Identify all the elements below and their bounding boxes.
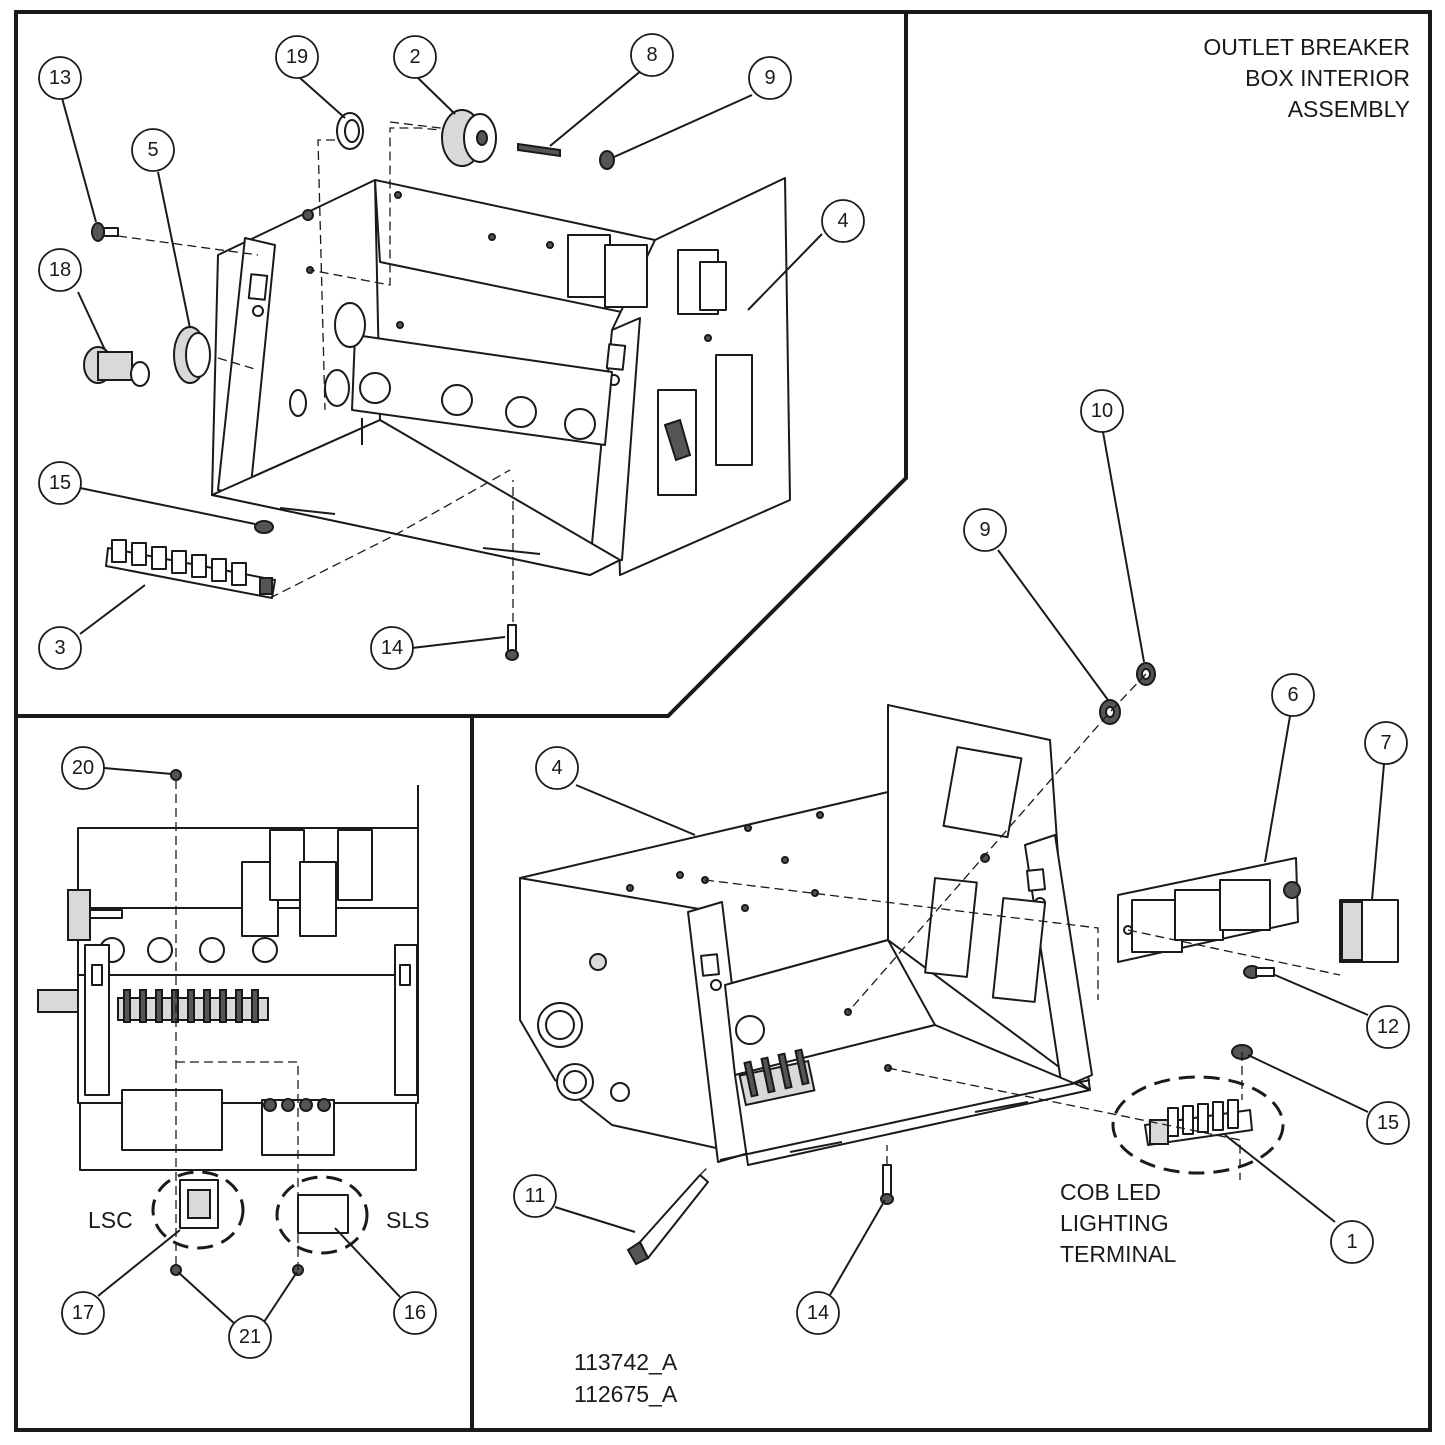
balloon-1-label: 1 bbox=[1346, 1231, 1357, 1253]
top-assembly-lines bbox=[117, 121, 514, 622]
part-12-screw bbox=[1243, 965, 1275, 979]
part-18-cord-grip bbox=[83, 346, 150, 387]
balloon-7-label: 7 bbox=[1380, 732, 1391, 754]
balloon-9-rear: 9 bbox=[963, 508, 1007, 552]
part-13-screw bbox=[91, 222, 119, 242]
leader-lines bbox=[61, 69, 1385, 1326]
balloon-16-label: 16 bbox=[404, 1302, 426, 1324]
balloon-2-label: 2 bbox=[409, 46, 420, 68]
balloon-4-rear: 4 bbox=[535, 746, 579, 790]
part-6-breaker-plate bbox=[1117, 857, 1301, 963]
top-exploded-parts bbox=[83, 109, 615, 661]
balloon-4-top-label: 4 bbox=[837, 210, 848, 232]
balloon-12: 12 bbox=[1366, 1005, 1410, 1049]
lsc-label: LSC bbox=[88, 1207, 133, 1233]
balloon-20-label: 20 bbox=[72, 757, 94, 779]
balloon-15-rear: 15 bbox=[1366, 1101, 1410, 1145]
balloon-15-rear-label: 15 bbox=[1377, 1112, 1399, 1134]
balloon-9-top-label: 9 bbox=[764, 67, 775, 89]
balloon-9-top: 9 bbox=[748, 56, 792, 100]
balloon-19: 19 bbox=[275, 35, 319, 79]
balloon-7: 7 bbox=[1364, 721, 1408, 765]
balloon-5: 5 bbox=[131, 128, 175, 172]
panel-frame bbox=[14, 10, 1432, 1432]
balloon-21-label: 21 bbox=[239, 1326, 261, 1348]
top-box-drawing bbox=[211, 177, 791, 576]
balloon-11-label: 11 bbox=[525, 1185, 546, 1207]
balloon-17: 17 bbox=[61, 1291, 105, 1335]
part-2-bushing bbox=[441, 109, 497, 167]
balloon-11: 11 bbox=[513, 1174, 557, 1218]
balloon-10: 10 bbox=[1080, 389, 1124, 433]
balloon-8: 8 bbox=[630, 33, 674, 77]
part-9-nut bbox=[599, 150, 615, 170]
balloon-5-label: 5 bbox=[147, 139, 158, 161]
balloon-6: 6 bbox=[1271, 673, 1315, 717]
part-3-terminal-block bbox=[105, 539, 276, 599]
balloon-6-label: 6 bbox=[1287, 684, 1298, 706]
title-line-1: OUTLET BREAKER bbox=[1203, 34, 1410, 60]
drawing-number-1: 113742_A bbox=[574, 1349, 678, 1375]
front-view-modules bbox=[151, 1170, 369, 1276]
part-15-nut bbox=[254, 520, 274, 534]
balloon-9-rear-label: 9 bbox=[979, 519, 990, 541]
balloon-19-label: 19 bbox=[286, 46, 308, 68]
rear-assembly-lines bbox=[699, 673, 1341, 1180]
balloon-14-rear: 14 bbox=[796, 1291, 840, 1335]
balloon-14-top: 14 bbox=[370, 626, 414, 670]
part-1-cob-terminal bbox=[1111, 1075, 1285, 1175]
balloon-3: 3 bbox=[38, 626, 82, 670]
part-5-bushing bbox=[173, 326, 211, 384]
rear-box-drawing bbox=[519, 704, 1093, 1166]
front-view-drawing bbox=[37, 769, 419, 1171]
balloon-18-label: 18 bbox=[49, 259, 71, 281]
balloon-18: 18 bbox=[38, 248, 82, 292]
sls-label: SLS bbox=[386, 1207, 429, 1233]
title-line-2: BOX INTERIOR bbox=[1245, 65, 1410, 91]
cob-label-line-2: LIGHTING bbox=[1060, 1210, 1169, 1236]
drawing-number-2: 112675_A bbox=[574, 1381, 678, 1407]
front-view-dash-lines bbox=[175, 780, 299, 1270]
cob-label-line-3: TERMINAL bbox=[1060, 1241, 1177, 1267]
balloon-17-label: 17 bbox=[72, 1302, 94, 1324]
balloon-10-label: 10 bbox=[1091, 400, 1113, 422]
rear-exploded-parts bbox=[626, 662, 1399, 1266]
balloon-2: 2 bbox=[393, 35, 437, 79]
part-14-screw-rear bbox=[880, 1164, 894, 1205]
balloon-20: 20 bbox=[61, 746, 105, 790]
balloon-14-top-label: 14 bbox=[381, 637, 403, 659]
balloon-21: 21 bbox=[228, 1315, 272, 1359]
cob-label-line-1: COB LED bbox=[1060, 1179, 1161, 1205]
balloon-14-rear-label: 14 bbox=[807, 1302, 829, 1324]
balloon-3-label: 3 bbox=[54, 637, 65, 659]
balloon-13: 13 bbox=[38, 56, 82, 100]
balloon-15-top-label: 15 bbox=[49, 472, 71, 494]
balloon-4-top: 4 bbox=[821, 199, 865, 243]
diagram-title: OUTLET BREAKER BOX INTERIOR ASSEMBLY bbox=[1203, 34, 1410, 122]
balloon-15-top: 15 bbox=[38, 461, 82, 505]
balloon-4-rear-label: 4 bbox=[551, 757, 562, 779]
part-19-locknut bbox=[336, 112, 364, 150]
balloon-8-label: 8 bbox=[646, 44, 657, 66]
balloon-13-label: 13 bbox=[49, 67, 71, 89]
part-14-screw bbox=[505, 624, 519, 661]
part-8-rod bbox=[517, 142, 561, 158]
title-line-3: ASSEMBLY bbox=[1288, 96, 1410, 122]
balloon-16: 16 bbox=[393, 1291, 437, 1335]
balloon-1: 1 bbox=[1330, 1220, 1374, 1264]
part-11-bolt bbox=[626, 1174, 709, 1266]
balloon-12-label: 12 bbox=[1377, 1016, 1399, 1038]
part-7-breaker bbox=[1339, 899, 1399, 963]
